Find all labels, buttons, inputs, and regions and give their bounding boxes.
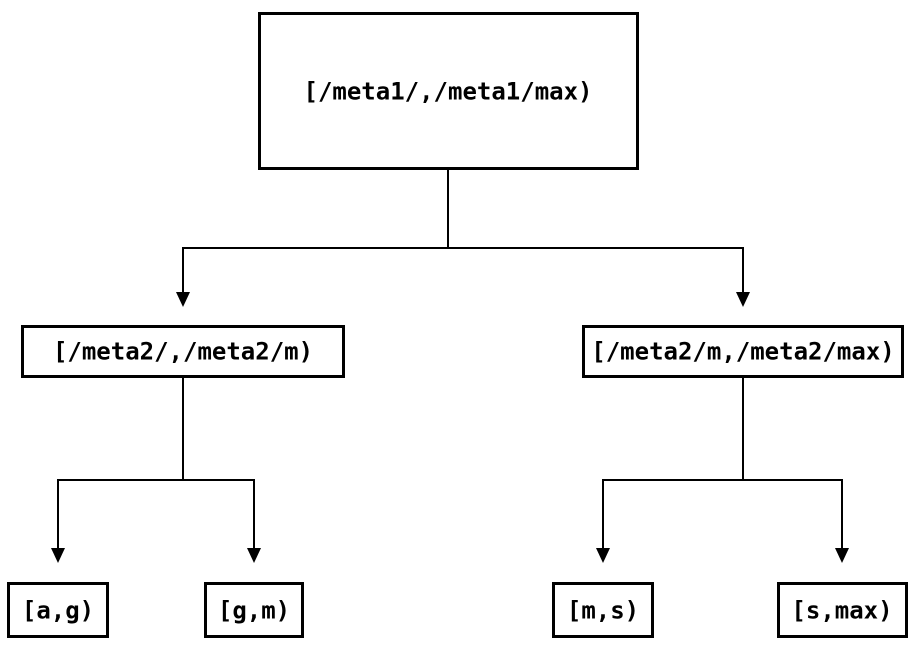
node-meta2-left: [/meta2/,/meta2/m) — [21, 325, 345, 378]
node-meta2-right: [/meta2/m,/meta2/max) — [582, 325, 904, 378]
node-root-label: [/meta1/,/meta1/max) — [304, 77, 593, 105]
arrowhead-to-leaf-ms — [596, 548, 610, 563]
node-root-box — [258, 12, 639, 170]
arrowhead-to-meta2-left — [176, 292, 190, 307]
node-meta2-right-label: [/meta2/m,/meta2/max) — [591, 337, 894, 365]
edge-meta2-right-crossbar — [602, 479, 843, 548]
arrowhead-to-leaf-gm — [247, 548, 261, 563]
node-meta2-left-label: [/meta2/,/meta2/m) — [53, 337, 313, 365]
node-leaf-smax: [s,max) — [777, 582, 908, 638]
node-leaf-smax-label: [s,max) — [791, 596, 892, 624]
edge-root-to-children — [176, 169, 750, 307]
node-leaf-gm: [g,m) — [204, 582, 304, 638]
node-leaf-ms: [m,s) — [552, 582, 654, 638]
node-leaf-ag-box — [7, 582, 109, 638]
edge-root-crossbar — [182, 247, 744, 292]
node-leaf-ag: [a,g) — [7, 582, 109, 638]
node-leaf-ms-label: [m,s) — [567, 596, 639, 624]
arrowhead-to-leaf-ag — [51, 548, 65, 563]
node-leaf-gm-label: [g,m) — [218, 596, 290, 624]
node-leaf-ag-label: [a,g) — [22, 596, 94, 624]
node-leaf-gm-box — [204, 582, 304, 638]
arrowhead-to-meta2-right — [736, 292, 750, 307]
node-meta2-left-box — [21, 325, 345, 378]
edge-meta2-left-to-children — [51, 377, 261, 563]
edge-meta2-left-crossbar — [57, 479, 255, 548]
node-leaf-smax-box — [777, 582, 908, 638]
node-meta2-right-box — [582, 325, 904, 378]
node-root: [/meta1/,/meta1/max) — [258, 12, 639, 170]
node-leaf-ms-box — [552, 582, 654, 638]
edge-meta2-right-to-children — [596, 377, 849, 563]
arrowhead-to-leaf-smax — [835, 548, 849, 563]
